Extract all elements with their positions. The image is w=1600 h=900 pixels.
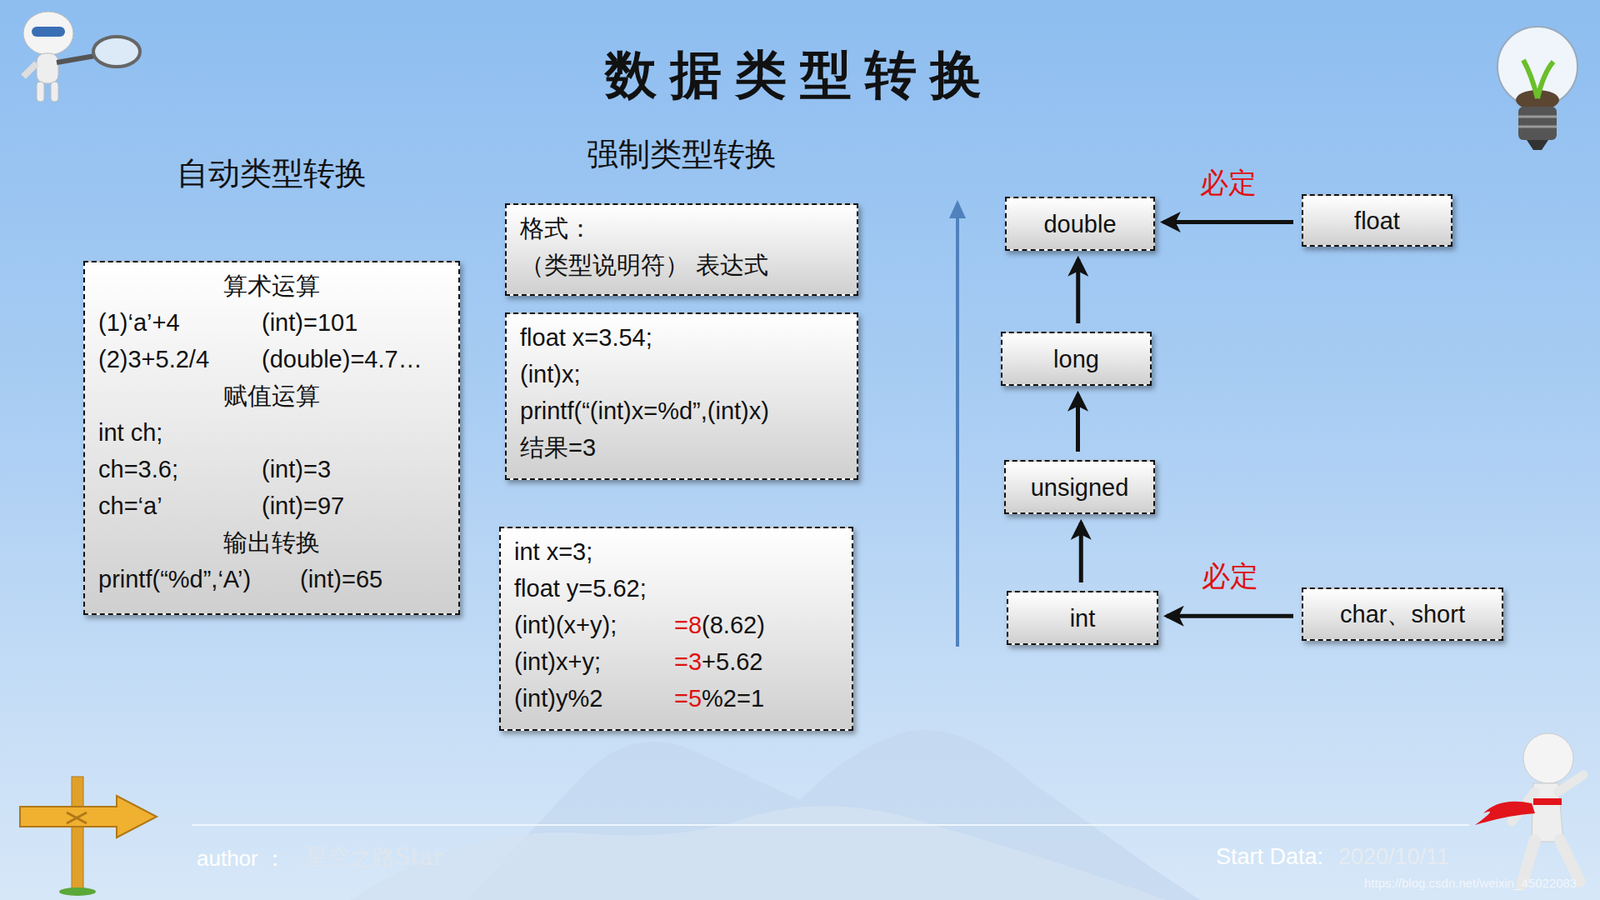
signpost — [20, 776, 157, 896]
text-row: (1)‘a’+4(int)=101 — [98, 304, 445, 341]
text-row: 格式： — [520, 210, 844, 247]
text-row: int ch; — [98, 414, 445, 451]
type-name: int — [1070, 600, 1096, 637]
arrow-connector — [1075, 394, 1080, 452]
code-text: 算术运算 — [223, 267, 320, 305]
text-row: printf(“%d”,‘A’)(int)=65 — [98, 560, 445, 598]
type-name: char、short — [1340, 595, 1465, 633]
code-text: (int)=3 — [261, 450, 331, 488]
text-row: 算术运算 — [98, 267, 445, 305]
title: 数据类型转换 — [0, 43, 1600, 107]
text-row: 结果=3 — [520, 429, 844, 466]
type-box: unsigned — [1004, 460, 1155, 515]
code-text: (1)‘a’+4 — [98, 304, 257, 341]
text-row: int x=3; — [514, 533, 839, 570]
code-text: float x=3.54; — [520, 319, 653, 356]
code-text: float y=5.62; — [514, 570, 647, 607]
text-row: (int)(x+y);=8(8.62) — [514, 606, 839, 644]
type-name: long — [1053, 340, 1100, 378]
result-value: =8 — [674, 606, 702, 644]
type-name: float — [1354, 202, 1400, 240]
code-text: printf(“%d”,‘A’) — [98, 560, 295, 598]
code-text: (int)=97 — [261, 487, 345, 525]
arrow-connector — [1163, 220, 1294, 225]
date-value: 2020/10/11 — [1338, 844, 1450, 870]
date-label: Start Data: — [1215, 844, 1324, 870]
code-text: 结果=3 — [520, 429, 596, 466]
watermark: https://blog.csdn.net/weixin_45022083 — [1364, 875, 1577, 890]
text-row: float x=3.54; — [520, 319, 844, 356]
type-box: double — [1005, 196, 1155, 251]
arrow-connector — [1075, 259, 1080, 324]
code-text: 输出转换 — [223, 524, 320, 561]
code-box: 强制类型转换格式：（类型说明符） 表达式 — [505, 203, 859, 296]
text-row: 赋值运算 — [98, 377, 445, 415]
code-text: %2=1 — [701, 680, 765, 717]
author-name: 星空之路Star — [305, 842, 444, 873]
rank-arrow — [949, 200, 966, 647]
code-text: ch=‘a’ — [98, 487, 257, 525]
result-value: =3 — [674, 643, 702, 680]
code-box: float x=3.54;(int)x;printf(“(int)x=%d”,(… — [505, 312, 859, 480]
code-text: (int)=101 — [261, 304, 358, 341]
edge-label: 必定 — [1200, 165, 1257, 200]
code-text: (2)3+5.2/4 — [98, 340, 257, 378]
mountains — [350, 805, 1167, 900]
code-text: +5.62 — [701, 643, 763, 680]
code-text: (double)=4.7… — [261, 340, 423, 378]
code-text: 赋值运算 — [223, 377, 320, 415]
code-text: (int)=65 — [300, 560, 383, 598]
text-row: （类型说明符） 表达式 — [520, 246, 844, 284]
text-row: printf(“(int)x=%d”,(int)x) — [520, 392, 844, 430]
robot-figure — [23, 11, 140, 102]
code-text: (int)x+y; — [514, 643, 670, 680]
code-text: (int)y%2 — [514, 680, 670, 717]
section-heading: 自动类型转换 — [85, 154, 459, 193]
code-text: (int)x; — [520, 355, 581, 393]
edge-label: 必定 — [1201, 559, 1259, 593]
result-value: =5 — [674, 680, 702, 717]
type-name: double — [1043, 205, 1116, 243]
text-row: (int)x+y;=3+5.62 — [514, 643, 839, 680]
footer-line — [191, 824, 1470, 826]
arrow-connector — [1166, 614, 1294, 619]
type-box: int — [1006, 590, 1159, 645]
code-text: int ch; — [98, 414, 163, 451]
code-text: int x=3; — [514, 533, 593, 570]
text-row: 输出转换 — [98, 524, 445, 561]
code-box: 自动类型转换算术运算(1)‘a’+4(int)=101(2)3+5.2/4(do… — [83, 260, 460, 615]
type-box: float — [1301, 194, 1453, 247]
type-name: unsigned — [1030, 469, 1130, 506]
text-row: (int)x; — [520, 355, 844, 393]
code-text: (int)(x+y); — [514, 606, 670, 644]
code-text: （类型说明符） 表达式 — [520, 246, 769, 284]
code-text: (8.62) — [701, 606, 765, 644]
text-row: ch=‘a’(int)=97 — [98, 487, 445, 525]
text-row: (int)y%2=5%2=1 — [514, 680, 839, 717]
code-text: ch=3.6; — [98, 450, 257, 488]
text-row: (2)3+5.2/4(double)=4.7… — [98, 340, 445, 378]
section-heading: 强制类型转换 — [506, 135, 857, 174]
code-text: printf(“(int)x=%d”,(int)x) — [520, 392, 770, 430]
type-box: long — [1000, 331, 1152, 386]
arrow-connector — [1079, 522, 1084, 583]
type-box: char、short — [1301, 587, 1504, 641]
text-row: float y=5.62; — [514, 570, 839, 607]
code-box: int x=3;float y=5.62;(int)(x+y);=8(8.62)… — [499, 526, 854, 731]
code-text: 格式： — [520, 210, 593, 247]
text-row: ch=3.6;(int)=3 — [98, 450, 445, 488]
light-bulb — [1497, 26, 1578, 150]
running-figure — [1475, 733, 1584, 885]
author-label: author ： — [196, 844, 286, 874]
